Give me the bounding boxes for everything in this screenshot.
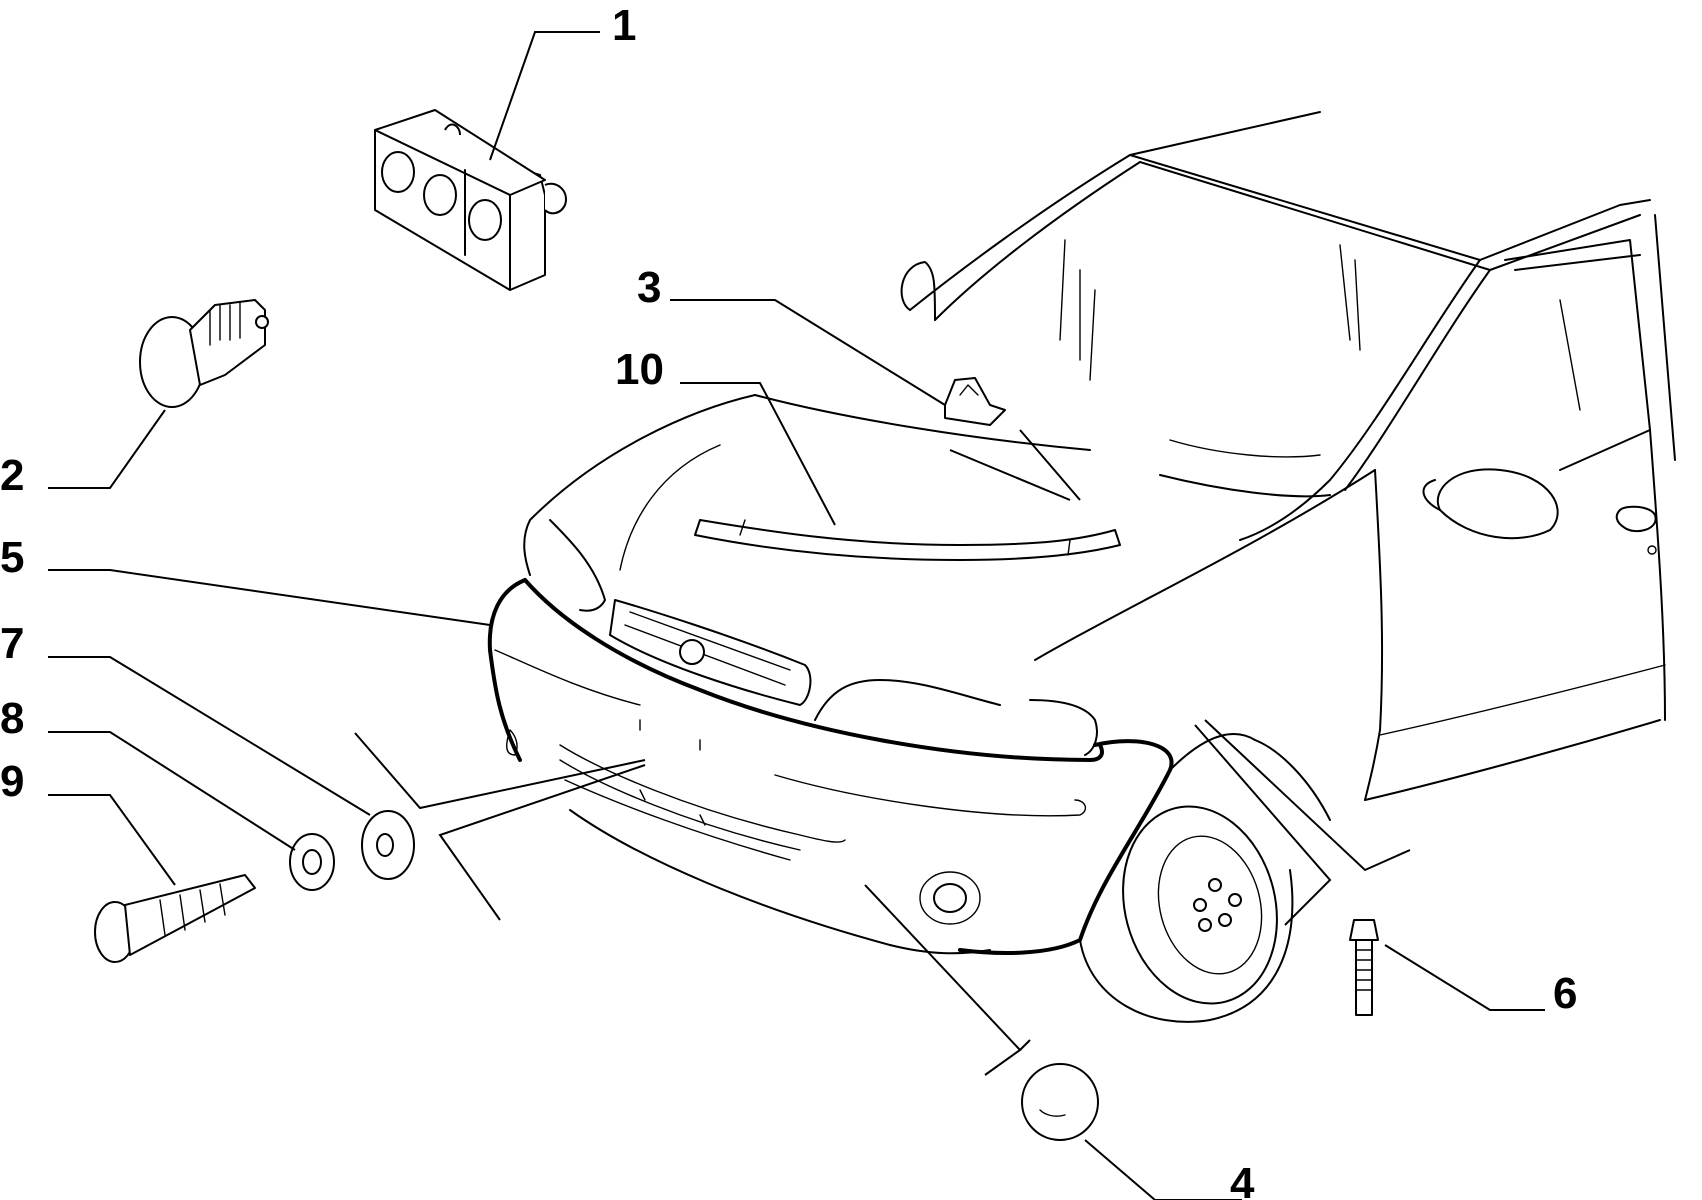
- callout-3: 3: [637, 263, 661, 312]
- part-2-push-clip: [139, 299, 269, 408]
- callout-2: 2: [0, 451, 24, 500]
- callout-1: 1: [612, 1, 636, 50]
- leader-lines: [48, 31, 1545, 1200]
- part-7-washer: [361, 810, 415, 880]
- callout-7: 7: [0, 619, 24, 668]
- callout-6: 6: [1553, 969, 1577, 1018]
- part-1-bracket: [374, 109, 567, 291]
- part-9-screw: [94, 874, 256, 963]
- car-body-drawing: [487, 111, 1676, 1023]
- callout-5: 5: [0, 533, 24, 582]
- part-10-strip: [694, 519, 1121, 561]
- callout-9: 9: [0, 757, 24, 806]
- part-8-washer: [289, 833, 335, 891]
- callout-10: 10: [615, 345, 664, 394]
- part-6-bolt: [1349, 919, 1379, 1016]
- part-4-cap: [1021, 1063, 1099, 1141]
- part-3-clip: [944, 377, 1006, 426]
- callout-8: 8: [0, 694, 24, 743]
- callout-4: 4: [1230, 1159, 1255, 1200]
